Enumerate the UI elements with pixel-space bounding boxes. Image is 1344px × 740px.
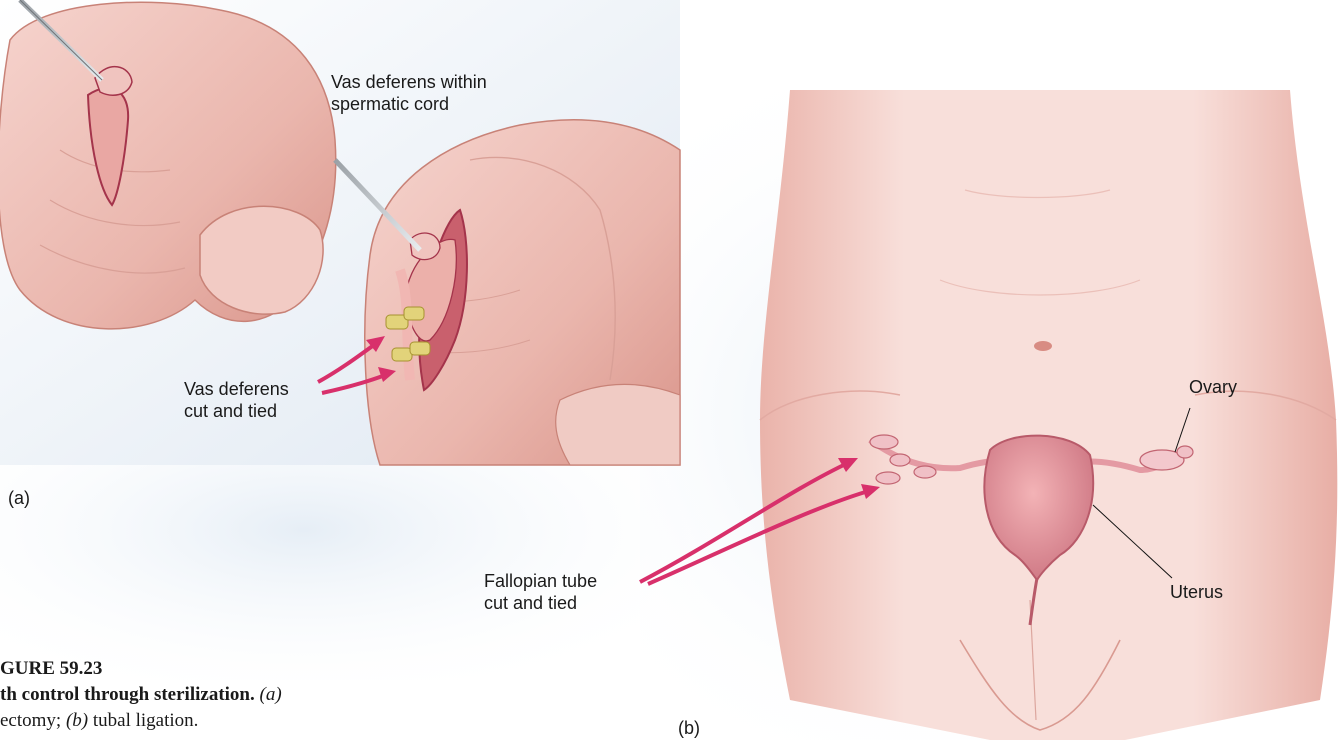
label-fallopian-tube-cut-tied: Fallopian tube cut and tied bbox=[484, 570, 597, 614]
figure-title: th control through sterilization. (a) bbox=[0, 683, 282, 707]
label-vas-deferens-cut-tied: Vas deferens cut and tied bbox=[184, 378, 289, 422]
navel bbox=[1034, 341, 1052, 351]
caption-marker-a: (a) bbox=[260, 684, 282, 705]
caption-line-3: ectomy; (b) tubal ligation. bbox=[0, 709, 198, 733]
caption-marker-b: (b) bbox=[66, 710, 88, 731]
panel-a-genitals bbox=[0, 2, 336, 329]
label-uterus: Uterus bbox=[1170, 581, 1223, 603]
figure-number: GURE 59.23 bbox=[0, 657, 102, 681]
glans bbox=[200, 206, 323, 314]
panel-b-torso bbox=[760, 90, 1337, 740]
caption-vasectomy: ectomy; bbox=[0, 710, 61, 731]
caption-tubal-ligation: tubal ligation. bbox=[93, 710, 199, 731]
panel-b-label: (b) bbox=[678, 717, 700, 739]
figure-title-text: th control through sterilization. bbox=[0, 684, 255, 705]
label-vas-deferens-spermatic-cord: Vas deferens within spermatic cord bbox=[331, 71, 487, 115]
label-ovary: Ovary bbox=[1189, 376, 1237, 398]
panel-a-label: (a) bbox=[8, 487, 30, 509]
